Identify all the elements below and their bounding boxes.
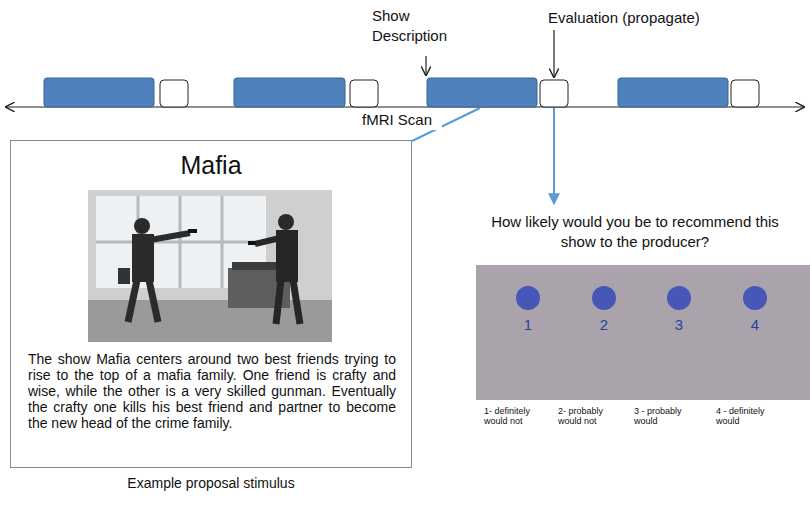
stimulus-panel: MafiaThe show Mafia centers around two b… xyxy=(10,140,412,468)
pointer-arrow xyxy=(425,56,426,75)
rating-number: 4 xyxy=(743,316,767,333)
scene-illustration xyxy=(88,190,332,342)
description-blocks xyxy=(44,78,728,107)
scale-anchor: 1- definitely would not xyxy=(484,406,544,427)
scale-anchor: 2- probably would not xyxy=(558,406,618,427)
rating-dot xyxy=(667,286,691,310)
rating-dot xyxy=(516,286,540,310)
rating-number: 1 xyxy=(516,316,540,333)
rating-number: 3 xyxy=(667,316,691,333)
scale-anchor: 3 - probably would xyxy=(634,406,694,427)
timeline-label: Evaluation (propagate) xyxy=(548,8,748,28)
rating-number: 2 xyxy=(592,316,616,333)
scale-anchor: 4 - definitely would xyxy=(716,406,778,427)
timeline-label: Show Description xyxy=(372,6,467,45)
evaluation-blocks xyxy=(160,80,759,107)
rating-question: How likely would you be to recommend thi… xyxy=(490,212,780,251)
timeline-label: fMRI Scan xyxy=(362,110,442,130)
stimulus-description: The show Mafia centers around two best f… xyxy=(28,351,396,431)
zoom-arrow xyxy=(553,108,555,204)
rating-dot xyxy=(592,286,616,310)
pointer-arrow xyxy=(553,30,554,77)
panel-caption: Example proposal stimulus xyxy=(10,474,412,492)
stimulus-title: Mafia xyxy=(11,151,411,180)
rating-dot xyxy=(743,286,767,310)
rating-scale-box: 1 2 3 4 xyxy=(476,265,810,400)
